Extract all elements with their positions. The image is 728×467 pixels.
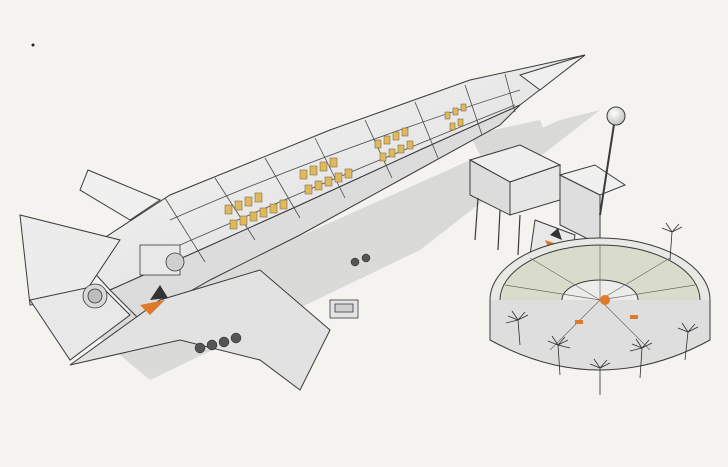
palm-tree (629, 338, 653, 379)
antenna-mast (599, 106, 626, 216)
nose-cone (518, 54, 586, 91)
rotunda-accents (575, 295, 638, 324)
landing-gear (194, 253, 371, 354)
palm-tree (677, 322, 699, 361)
ink-dot (31, 43, 35, 47)
antenna-sphere (606, 106, 626, 126)
palm-tree (589, 358, 611, 395)
wing-lower (69, 269, 331, 391)
tail-plane (29, 284, 131, 361)
engine-section (82, 244, 185, 309)
airline-logo (140, 285, 168, 315)
rotunda-spokes (504, 245, 696, 351)
jetway-legs (474, 197, 521, 256)
palm-tree (547, 335, 571, 376)
palm-trees (505, 222, 699, 395)
cabin-bay-3 (374, 127, 414, 162)
cabin-bay-1 (224, 192, 288, 230)
ground-vehicle (329, 299, 359, 319)
tail-fin-upper (79, 169, 162, 221)
cabin-bay-2 (299, 157, 353, 195)
palm-tree (661, 222, 683, 261)
fuselage-ribs (164, 73, 521, 263)
terminal-rotunda (489, 237, 711, 371)
palm-tree (505, 310, 529, 346)
cabin-seating (224, 103, 467, 230)
cabin-bay-4 (444, 103, 467, 131)
